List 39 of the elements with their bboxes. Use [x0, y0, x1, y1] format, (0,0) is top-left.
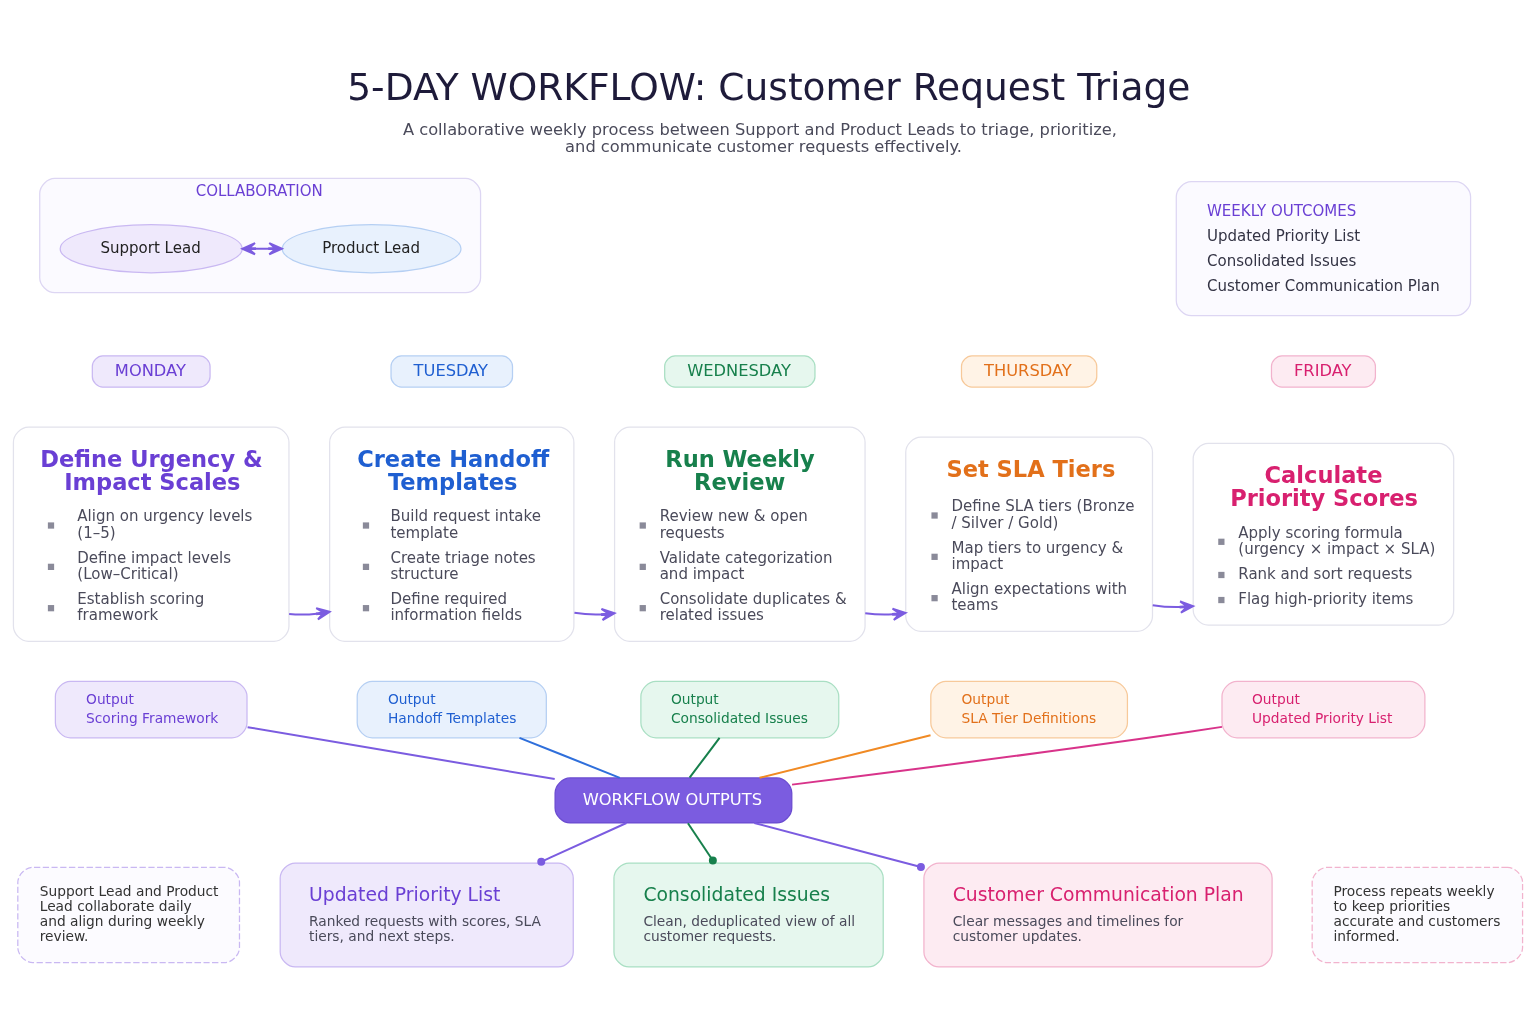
- node-box: Output SLA Tier Definitions: [930, 680, 1129, 739]
- node-box: Output Scoring Framework: [54, 680, 248, 739]
- caption: A collaborative weekly process between Support and Product Leads to triage, prioritize, and communicate customer requests effectively.: [402, 119, 1117, 157]
- node-box: Customer Communication Plan Clear messages and timelines for customer updates.: [923, 862, 1273, 968]
- node-box: Updated Priority List Ranked requests with scores, SLA tiers, and next steps.: [279, 862, 574, 968]
- node-box: Support Lead and Product Lead collaborate daily and align during weekly review.: [17, 866, 241, 964]
- node-box: Set SLA Tiers Define SLA tiers (Bronze / Silver / Gold) Map tiers to urgency & impact Align expectations with teams: [905, 436, 1154, 632]
- node-box: Output Consolidated Issues: [640, 680, 840, 739]
- node-box: WEDNESDAY: [664, 355, 816, 388]
- connector: [518, 736, 621, 779]
- connector: [791, 725, 1223, 786]
- node-box: Output Handoff Templates: [356, 680, 547, 739]
- connector: [758, 734, 932, 779]
- node-box: FRIDAY: [1270, 355, 1377, 388]
- connector: [246, 726, 556, 781]
- arrow: [864, 607, 907, 621]
- connector: [686, 822, 717, 865]
- node-ellipse: Support Lead: [59, 224, 243, 274]
- arrow: [288, 607, 331, 621]
- node-box: Calculate Priority Scores Apply scoring formula (urgency × impact × SLA) Rank and sort requests Flag high-priority items: [1192, 442, 1455, 626]
- node-box: WEEKLY OUTCOMES Updated Priority List Consolidated Issues Customer Communication Plan: [1175, 181, 1472, 317]
- node-box: Define Urgency & Impact Scales Align on urgency levels (1–5) Define impact levels (Low–Critical) Establish scoring framework: [12, 426, 290, 642]
- node-box: Run Weekly Review Review new & open requests Validate categorization and impact Consolidate duplicates & related issues: [613, 426, 866, 642]
- arrow: [241, 242, 283, 256]
- node-box: MONDAY: [91, 355, 211, 388]
- diagram-title: 5-DAY WORKFLOW: Customer Request Triage: [347, 65, 1191, 110]
- node-box: Process repeats weekly to keep priorities accurate and customers informed.: [1311, 866, 1524, 964]
- connector: [688, 736, 721, 779]
- connector: [753, 822, 925, 871]
- node-box: THURSDAY: [960, 355, 1098, 388]
- node-box: Consolidated Issues Clean, deduplicated view of all customer requests.: [613, 862, 884, 968]
- node-box: Output Updated Priority List: [1221, 680, 1426, 739]
- connector: [537, 822, 628, 866]
- arrow: [573, 607, 616, 622]
- node-box: WORKFLOW OUTPUTS: [554, 777, 793, 824]
- node-box: TUESDAY: [390, 355, 514, 388]
- node-ellipse: Product Lead: [281, 224, 462, 274]
- arrow: [1151, 600, 1195, 614]
- node-box: Create Handoff Templates Build request intake template Create triage notes structure Define required information fields: [329, 426, 575, 642]
